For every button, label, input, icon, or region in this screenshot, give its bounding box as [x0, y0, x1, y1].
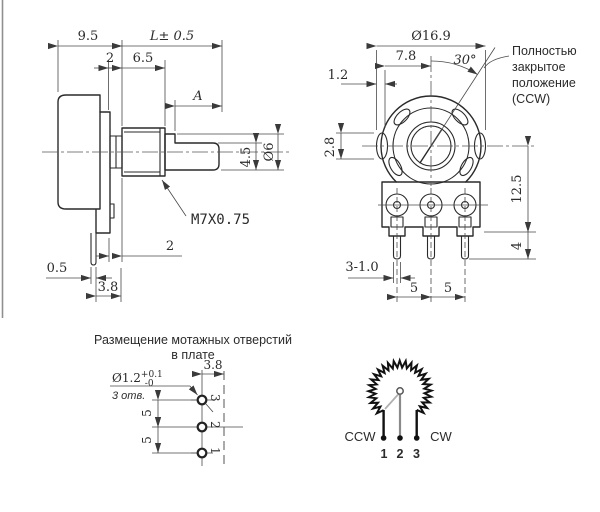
dim-0_5: 0.5 [47, 261, 68, 276]
ccw-note-line2: закрытое [512, 60, 566, 74]
dim-6_5: 6.5 [133, 51, 154, 66]
resistive-ring [365, 357, 435, 416]
hole-label-2: 2 [208, 421, 222, 429]
dim-A: A [192, 89, 202, 104]
terminal-centerlines [396, 188, 466, 302]
dim-2-top: 2 [106, 51, 114, 66]
schematic-view: CCW CW 1 2 3 [344, 357, 453, 461]
dim-5-left: 5 [410, 281, 418, 296]
side-view-outline [57, 94, 220, 266]
hole-dia-value: Ø1.2 [112, 371, 141, 385]
front-view-labels: Ø16.9 7.8 30° 1.2 2.8 12.5 4 3-1.0 5 5 П… [323, 29, 577, 296]
side-view: 9.5 L± 0.5 2 6.5 A 4.5 Ø6 M7X0.75 2 0.5 … [42, 29, 292, 302]
dim-3-1_0: 3-1.0 [345, 260, 378, 275]
dim-5-right: 5 [444, 281, 452, 296]
hole-dia-label: Ø1.2+0.1-0 [112, 370, 163, 389]
hole-dia-tol-minus: -0 [145, 379, 154, 389]
dim-12_5: 12.5 [510, 175, 525, 204]
dim-7_8: 7.8 [396, 49, 417, 64]
holes-count-note: 3 отв. [112, 390, 145, 402]
end-leads [382, 410, 418, 438]
schematic-pin-2: 2 [397, 447, 404, 461]
dim-shaft-dia: Ø6 [262, 143, 277, 162]
pcb-title-line2: в плате [171, 348, 214, 362]
terminal-dot-1 [380, 435, 387, 441]
pcb-view: Размещение мотажных отверстий в плате 3.… [94, 333, 292, 468]
dim-3_8-pcb: 3.8 [203, 358, 222, 372]
hole-1 [196, 447, 208, 459]
schematic-pin-3: 3 [413, 447, 420, 461]
thread-label: M7X0.75 [191, 212, 250, 228]
hole-dia-tol-plus: +0.1 [141, 370, 163, 380]
ccw-note-line1: Полностью [512, 44, 577, 58]
dim-3_8-side: 3.8 [98, 280, 119, 295]
terminal-dot-3 [413, 435, 420, 441]
dim-1_2: 1.2 [328, 68, 349, 83]
cw-label: CW [430, 429, 452, 444]
hole-label-1: 1 [208, 447, 222, 455]
dim-9_5: 9.5 [78, 29, 99, 44]
front-view-dimension-lines [336, 42, 536, 301]
ccw-label: CCW [344, 429, 376, 444]
pcb-labels: 3.8 Ø1.2+0.1-0 3 отв. 5 5 3 2 1 [112, 358, 223, 455]
dim-30deg: 30° [453, 53, 476, 68]
hole-label-3: 3 [208, 394, 222, 402]
terminal-dot-2 [397, 435, 403, 441]
hole-2 [196, 421, 208, 433]
front-view: Ø16.9 7.8 30° 1.2 2.8 12.5 4 3-1.0 5 5 П… [323, 29, 577, 302]
wiper-pivot [396, 387, 404, 395]
ccw-note-line3: положение [512, 76, 576, 90]
dim-L: L± 0.5 [149, 29, 194, 44]
dim-2_8: 2.8 [323, 137, 338, 158]
hole-3 [196, 394, 208, 406]
dim-4: 4 [510, 242, 525, 250]
pcb-holes [196, 394, 208, 459]
schematic-pin-1: 1 [381, 447, 388, 461]
wiper-arm [384, 393, 400, 410]
dim-16_9: Ø16.9 [411, 29, 451, 44]
dim-2-bottom: 2 [166, 239, 174, 254]
dim-5-pcb-bottom: 5 [140, 436, 154, 444]
pcb-title-line1: Размещение мотажных отверстий [94, 333, 292, 347]
side-view-dimension-lines [46, 40, 284, 302]
dim-5-pcb-top: 5 [140, 409, 154, 417]
ccw-note-line4: (CCW) [512, 92, 550, 106]
dim-4_5: 4.5 [239, 147, 254, 168]
side-view-labels: 9.5 L± 0.5 2 6.5 A 4.5 Ø6 M7X0.75 2 0.5 … [47, 29, 277, 295]
ccw-note: Полностью закрытое положение (CCW) [512, 44, 577, 106]
pins [392, 236, 470, 260]
